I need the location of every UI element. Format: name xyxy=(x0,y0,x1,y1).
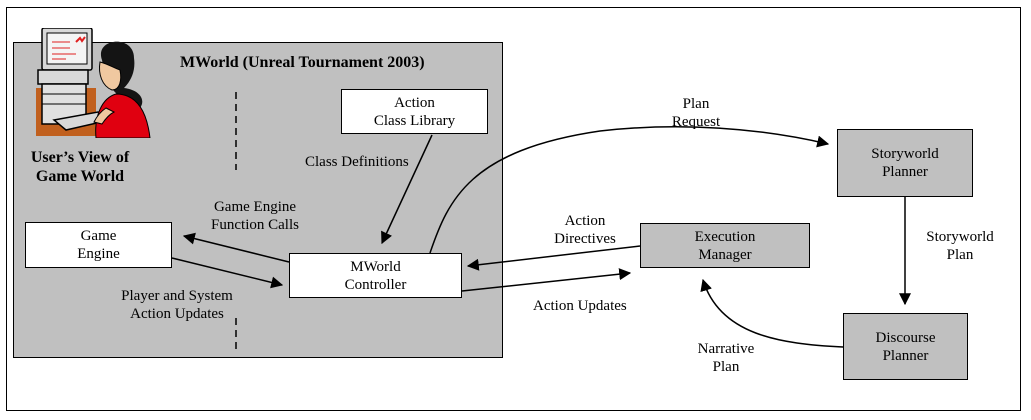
player-system-updates-line-2: Action Updates xyxy=(130,306,224,322)
storyworld-planner-box: Storyworld Planner xyxy=(837,129,973,197)
action-directives-line-1: Action xyxy=(564,213,606,229)
execution-manager-box: Execution Manager xyxy=(640,223,810,268)
plan-request-label: Plan Request xyxy=(665,95,727,131)
storyworld-plan-label: Storyworld Plan xyxy=(915,228,1005,264)
discourse-planner-line-2: Planner xyxy=(882,347,929,364)
mworld-controller-line-1: MWorld xyxy=(350,258,401,275)
narrative-plan-line-1: Narrative xyxy=(697,341,755,357)
user-at-computer-icon xyxy=(36,28,151,138)
player-system-updates-arrow xyxy=(171,257,284,289)
player-system-updates-line-1: Player and System xyxy=(121,288,233,304)
game-engine-calls-line-2: Function Calls xyxy=(211,217,299,233)
storyworld-planner-line-2: Planner xyxy=(882,164,928,180)
game-engine-box: Game Engine xyxy=(25,222,172,268)
class-definitions-arrow xyxy=(381,134,433,245)
game-engine-calls-line-1: Game Engine xyxy=(213,199,297,215)
action-directives-arrow xyxy=(466,245,641,271)
execution-manager-line-2: Manager xyxy=(698,246,752,263)
action-updates-arrow xyxy=(461,268,632,292)
narrative-plan-arrow xyxy=(700,278,844,348)
plan-request-line-2: Request xyxy=(671,114,721,130)
action-class-library-line-2: Class Library xyxy=(373,112,456,129)
game-engine-line-2: Engine xyxy=(77,246,120,262)
diagram-frame xyxy=(6,7,1021,411)
storyworld-plan-line-1: Storyworld xyxy=(926,229,994,245)
discourse-planner-box: Discourse Planner xyxy=(843,313,968,380)
narrative-plan-label: Narrative Plan xyxy=(688,340,764,376)
action-directives-line-2: Directives xyxy=(554,231,616,247)
action-updates-label: Action Updates xyxy=(533,298,627,314)
game-engine-calls-label: Game Engine Function Calls xyxy=(200,198,310,234)
player-system-updates-label: Player and System Action Updates xyxy=(112,287,242,323)
user-view-label: User’s View of Game World xyxy=(18,148,142,186)
mworld-controller-box: MWorld Controller xyxy=(289,253,462,298)
user-view-line-2: Game World xyxy=(35,168,125,185)
action-class-library-line-1: Action xyxy=(394,94,435,111)
execution-manager-line-1: Execution xyxy=(694,228,756,245)
storyworld-planner-line-1: Storyworld xyxy=(871,146,939,162)
game-engine-line-1: Game xyxy=(80,228,117,244)
narrative-plan-line-2: Plan xyxy=(712,359,740,375)
storyworld-plan-line-2: Plan xyxy=(946,247,974,263)
plan-request-line-1: Plan xyxy=(682,96,710,112)
user-view-line-1: User’s View of xyxy=(30,149,130,166)
action-directives-label: Action Directives xyxy=(545,212,625,248)
discourse-planner-line-1: Discourse xyxy=(875,329,936,346)
game-engine-calls-arrow xyxy=(182,232,290,263)
mworld-controller-line-2: Controller xyxy=(344,276,407,293)
action-class-library-box: Action Class Library xyxy=(341,89,488,134)
plan-request-arrow xyxy=(429,126,830,254)
class-definitions-label: Class Definitions xyxy=(305,154,409,170)
mworld-title: MWorld (Unreal Tournament 2003) xyxy=(180,54,425,71)
